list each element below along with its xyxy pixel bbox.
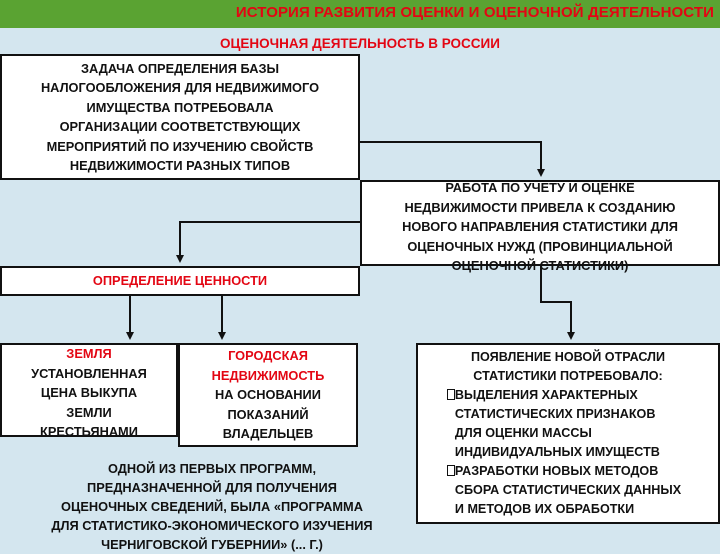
statistics-line: РАБОТА ПО УЧЕТУ И ОЦЕНКЕ <box>445 180 635 196</box>
program-note-line: ОДНОЙ ИЗ ПЕРВЫХ ПРОГРАММ, <box>107 461 317 476</box>
land-line: УСТАНОВЛЕННАЯ <box>31 365 147 381</box>
urban-title: ГОРОДСКАЯ <box>228 348 308 364</box>
new-branch-line: СТАТИСТИЧЕСКИХ ПРИЗНАКОВ <box>454 407 656 421</box>
bullet-icon <box>446 389 455 400</box>
task-box: ЗАДАЧА ОПРЕДЕЛЕНИЯ БАЗЫ НАЛОГООБЛОЖЕНИЯ … <box>0 54 360 180</box>
task-line: ИМУЩЕСТВА ПОТРЕБОВАЛА <box>86 99 274 115</box>
statistics-line: ОЦЕНОЧНОЙ СТАТИСТИКИ) <box>451 258 629 274</box>
urban-line: НА ОСНОВАНИИ <box>215 387 321 403</box>
program-note-line: ДЛЯ СТАТИСТИКО-ЭКОНОМИЧЕСКОГО ИЗУЧЕНИЯ <box>51 518 373 533</box>
land-title: ЗЕМЛЯ <box>66 346 112 362</box>
urban-line: ПОКАЗАНИЙ <box>227 406 309 422</box>
subtitle-text: ОЦЕНОЧНАЯ ДЕЯТЕЛЬНОСТЬ В РОССИИ <box>220 36 500 51</box>
program-note-line: ПРЕДНАЗНАЧЕННОЙ ДЛЯ ПОЛУЧЕНИЯ <box>87 480 337 495</box>
task-line: НАЛОГООБЛОЖЕНИЯ ДЛЯ НЕДВИЖИМОГО <box>40 80 320 95</box>
new-branch-line: И МЕТОДОВ ИХ ОБРАБОТКИ <box>454 502 635 516</box>
task-line: ОРГАНИЗАЦИИ СООТВЕТСТВУЮЩИХ <box>59 119 301 134</box>
statistics-box: РАБОТА ПО УЧЕТУ И ОЦЕНКЕ НЕДВИЖИМОСТИ ПР… <box>360 180 720 273</box>
new-branch-line: ДЛЯ ОЦЕНКИ МАССЫ <box>454 426 592 440</box>
new-branch-bullet-item: РАЗРАБОТКИ НОВЫХ МЕТОДОВ <box>446 462 681 481</box>
new-branch-line: СТАТИСТИКИ ПОТРЕБОВАЛО: <box>473 369 663 383</box>
new-branch-line: ИНДИВИДУАЛЬНЫХ ИМУЩЕСТВ <box>454 445 660 459</box>
arrow-statistics-to-new-branch <box>540 266 575 340</box>
new-branch-line: СБОРА СТАТИСТИЧЕСКИХ ДАННЫХ <box>454 483 682 497</box>
page-title: ИСТОРИЯ РАЗВИТИЯ ОЦЕНКИ И ОЦЕНОЧНОЙ ДЕЯТ… <box>235 4 714 21</box>
new-branch-line: ПОЯВЛЕНИЕ НОВОЙ ОТРАСЛИ <box>470 350 666 364</box>
new-branch-line: РАЗРАБОТКИ НОВЫХ МЕТОДОВ <box>454 464 659 478</box>
urban-property-box: ГОРОДСКАЯ НЕДВИЖИМОСТЬ НА ОСНОВАНИИ ПОКА… <box>178 343 358 447</box>
statistics-line: ОЦЕНОЧНЫХ НУЖД (ПРОВИНЦИАЛЬНОЙ <box>407 238 673 254</box>
task-line: НЕДВИЖИМОСТИ РАЗНЫХ ТИПОВ <box>69 158 291 173</box>
new-branch-bullet-item: ВЫДЕЛЕНИЯ ХАРАКТЕРНЫХ <box>446 386 681 405</box>
land-line: КРЕСТЬЯНАМИ <box>40 424 138 437</box>
program-note-line: ОЦЕНОЧНЫХ СВЕДЕНИЙ, БЫЛА «ПРОГРАММА <box>61 499 363 514</box>
bullet-icon <box>446 465 455 476</box>
arrow-statistics-to-value <box>176 221 360 263</box>
urban-line: ВЛАДЕЛЬЦЕВ <box>222 426 314 442</box>
task-line: ЗАДАЧА ОПРЕДЕЛЕНИЯ БАЗЫ <box>81 60 279 76</box>
urban-title: НЕДВИЖИМОСТЬ <box>211 367 325 383</box>
value-definition-label: ОПРЕДЕЛЕНИЕ ЦЕННОСТИ <box>92 273 268 289</box>
new-branch-box: ПОЯВЛЕНИЕ НОВОЙ ОТРАСЛИ СТАТИСТИКИ ПОТРЕ… <box>416 343 720 524</box>
new-branch-line: ВЫДЕЛЕНИЯ ХАРАКТЕРНЫХ <box>454 388 638 402</box>
land-line: ЦЕНА ВЫКУПА <box>40 385 138 401</box>
value-definition-box: ОПРЕДЕЛЕНИЕ ЦЕННОСТИ <box>0 266 360 296</box>
task-line: МЕРОПРИЯТИЙ ПО ИЗУЧЕНИЮ СВОЙСТВ <box>46 138 314 154</box>
header-bar: ИСТОРИЯ РАЗВИТИЯ ОЦЕНКИ И ОЦЕНОЧНОЙ ДЕЯТ… <box>0 0 720 28</box>
arrow-task-to-statistics <box>360 141 545 177</box>
land-line: ЗЕМЛИ <box>66 404 112 420</box>
connector-arrows <box>126 141 575 340</box>
section-subtitle: ОЦЕНОЧНАЯ ДЕЯТЕЛЬНОСТЬ В РОССИИ <box>0 36 720 51</box>
land-box: ЗЕМЛЯ УСТАНОВЛЕННАЯ ЦЕНА ВЫКУПА ЗЕМЛИ КР… <box>0 343 178 437</box>
statistics-line: НОВОГО НАПРАВЛЕНИЯ СТАТИСТИКИ ДЛЯ <box>402 219 678 235</box>
statistics-line: НЕДВИЖИМОСТИ ПРИВЕЛА К СОЗДАНИЮ <box>404 199 676 215</box>
